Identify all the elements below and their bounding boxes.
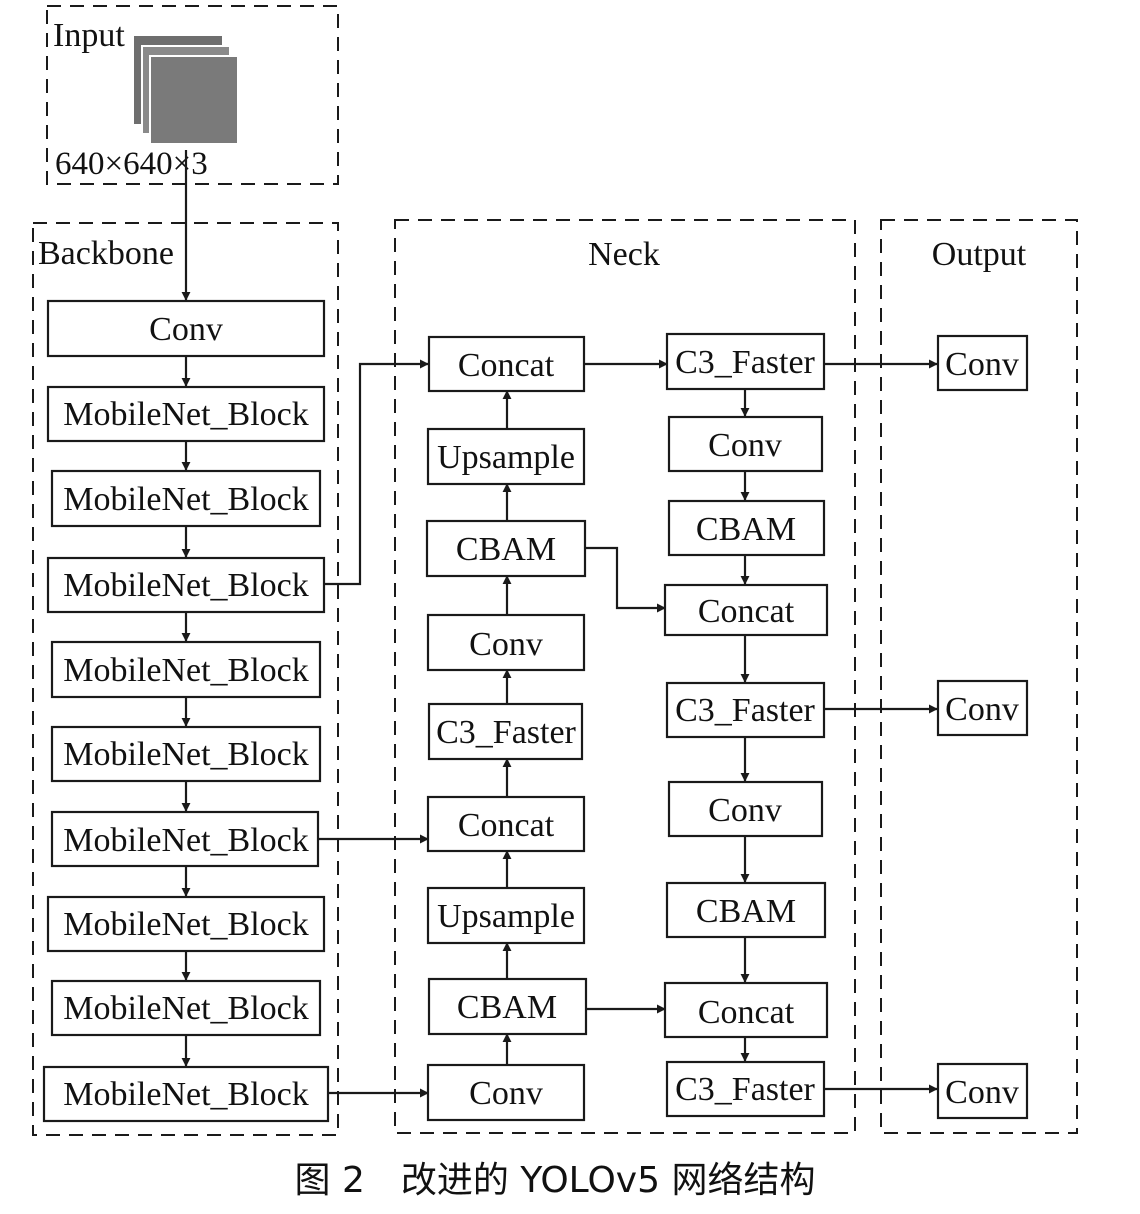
backbone-block-mobilenet-6: MobileNet_Block [50,810,320,868]
svg-text:MobileNet_Block: MobileNet_Block [63,396,309,433]
neck-group-label: Neck [588,236,660,273]
svg-text:Conv: Conv [708,792,782,829]
neck-block-upsample-bottom: Upsample [426,886,586,945]
output-blocks: Conv Conv Conv [936,334,1029,1120]
svg-text:C3_Faster: C3_Faster [675,692,815,729]
neck-block-c3-faster-bottom: C3_Faster [665,1060,826,1118]
neck-block-conv-right-2: Conv [667,780,824,838]
backbone-block-mobilenet-8: MobileNet_Block [50,979,322,1037]
svg-text:Concat: Concat [698,593,795,630]
svg-text:Upsample: Upsample [437,898,575,935]
output-group: Output [880,219,1078,1134]
neck-block-cbam-right-2: CBAM [665,881,827,939]
svg-text:MobileNet_Block: MobileNet_Block [63,906,309,943]
neck-block-c3-faster-left: C3_Faster [427,702,584,761]
svg-text:MobileNet_Block: MobileNet_Block [63,567,309,604]
svg-text:MobileNet_Block: MobileNet_Block [63,990,309,1027]
svg-text:CBAM: CBAM [696,511,796,548]
neck-block-conv-right-1: Conv [667,415,824,473]
output-block-conv-1: Conv [936,334,1029,392]
neck-block-conv-bottom: Conv [426,1063,586,1122]
backbone-block-mobilenet-2: MobileNet_Block [50,469,322,528]
backbone-group-label: Backbone [38,235,174,272]
backbone-block-mobilenet-4: MobileNet_Block [50,640,322,699]
svg-text:Conv: Conv [469,626,543,663]
svg-text:C3_Faster: C3_Faster [675,344,815,381]
input-image-stack-icon [134,36,239,145]
backbone-block-mobilenet-9: MobileNet_Block [42,1065,330,1123]
svg-text:C3_Faster: C3_Faster [675,1071,815,1108]
svg-text:MobileNet_Block: MobileNet_Block [63,652,309,689]
neck-left-blocks: Concat Upsample CBAM Conv C3_Faster Conc… [425,335,588,1122]
svg-text:MobileNet_Block: MobileNet_Block [63,1076,309,1113]
output-group-label: Output [932,236,1027,273]
svg-text:Conv: Conv [945,691,1019,728]
svg-text:C3_Faster: C3_Faster [436,714,576,751]
backbone-block-mobilenet-5: MobileNet_Block [50,725,322,783]
backbone-block-conv: Conv [46,299,326,358]
neck-right-blocks: C3_Faster Conv CBAM Concat C3_Faster Con… [663,332,829,1118]
input-group-label: Input [53,17,125,54]
svg-text:Conv: Conv [149,311,223,348]
neck-block-conv-mid: Conv [426,613,586,672]
neck-block-c3-faster-mid: C3_Faster [665,681,826,739]
neck-block-concat-right-1: Concat [663,583,829,637]
svg-text:MobileNet_Block: MobileNet_Block [63,481,309,518]
svg-text:Conv: Conv [708,427,782,464]
neck-block-cbam-right-1: CBAM [667,499,826,557]
neck-group: Neck [394,219,856,1134]
backbone-block-mobilenet-7: MobileNet_Block [46,895,326,953]
backbone-block-mobilenet-3: MobileNet_Block [46,556,326,614]
neck-block-concat-top: Concat [427,335,586,393]
svg-text:Conv: Conv [945,1074,1019,1111]
svg-text:Concat: Concat [698,994,795,1031]
output-block-conv-2: Conv [936,679,1029,737]
svg-text:Conv: Conv [945,346,1019,383]
svg-text:CBAM: CBAM [456,531,556,568]
svg-text:CBAM: CBAM [457,989,557,1026]
svg-text:Conv: Conv [469,1075,543,1112]
output-block-conv-3: Conv [936,1062,1029,1120]
arrow [585,546,666,613]
input-group: Input 640×640×3 [46,5,339,185]
svg-text:Concat: Concat [458,347,555,384]
neck-block-upsample-top: Upsample [426,427,586,486]
svg-text:Upsample: Upsample [437,439,575,476]
arrow [324,359,429,586]
connections [181,150,938,1098]
figure-caption: 图 2 改进的 YOLOv5 网络结构 [295,1160,816,1201]
svg-text:Concat: Concat [458,807,555,844]
svg-text:CBAM: CBAM [696,893,796,930]
svg-text:MobileNet_Block: MobileNet_Block [63,736,309,773]
backbone-block-mobilenet-1: MobileNet_Block [46,385,326,443]
neck-block-concat-mid: Concat [426,795,586,853]
neck-block-concat-right-2: Concat [663,981,829,1039]
neck-block-c3-faster-top: C3_Faster [665,332,826,391]
neck-block-cbam-bottom: CBAM [427,977,588,1036]
svg-text:MobileNet_Block: MobileNet_Block [63,822,309,859]
backbone-blocks: Conv MobileNet_Block MobileNet_Block Mob… [42,299,330,1123]
neck-block-cbam-top: CBAM [425,519,587,578]
input-dimensions: 640×640×3 [55,146,208,182]
backbone-group: Backbone [32,222,339,1136]
